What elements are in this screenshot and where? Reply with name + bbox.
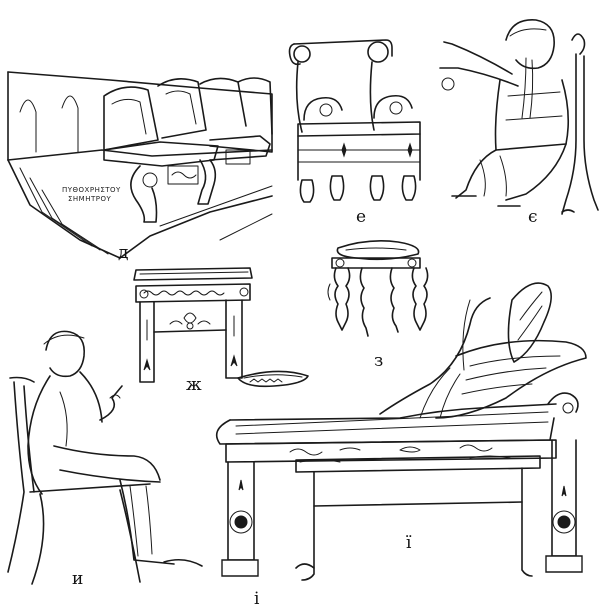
seated-woman-klismos-drawing [8,331,202,584]
figure-label-zh: ж [186,375,202,395]
stone-thrones-drawing: ΠΥΘΟΧΡΗΣΤΟΥ ΣΗΜΗΤΡΟΥ [8,72,272,258]
volute-chair-drawing [290,40,421,202]
throne-inscription-line-1: ΠΥΘΟΧΡΗΣΤΟΥ [62,186,121,194]
figure-label-e: е [356,207,366,227]
figure-label-yi: ї [406,533,412,553]
kline-couch-drawing [217,283,586,580]
figure-label-z: з [374,351,383,371]
figure-label-y: и [72,569,83,589]
figure-label-i: і [254,589,260,609]
turned-stool-drawing [328,241,428,336]
figure-label-d: д [118,243,128,263]
seated-woman-chair-drawing [440,20,598,214]
painted-table-drawing [134,268,308,386]
throne-inscription-line-2: ΣΗΜΗΤΡΟΥ [68,195,111,203]
figure-label-ye: є [528,207,538,227]
